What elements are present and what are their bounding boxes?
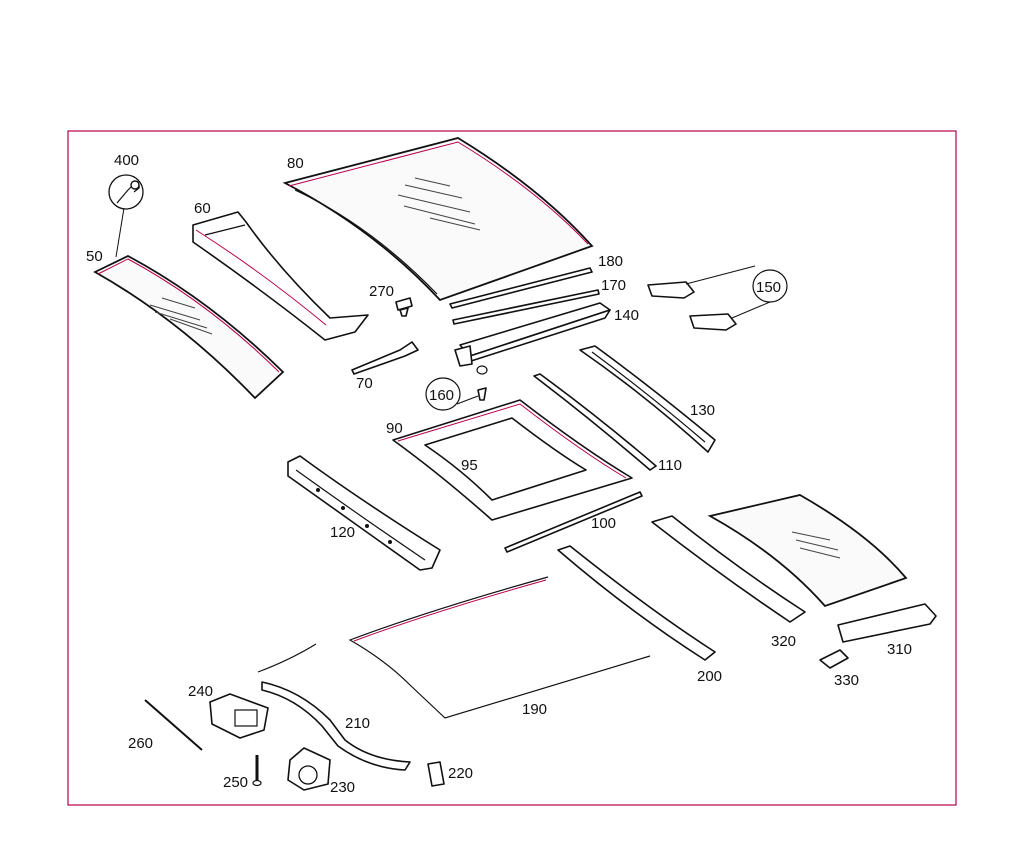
- part-330-fastener[interactable]: [819, 649, 849, 669]
- part-320-panel-rail[interactable]: [651, 494, 908, 623]
- callout-150: 150: [756, 279, 781, 296]
- part-60-rear-frame[interactable]: [192, 211, 369, 341]
- part-230-motor[interactable]: [287, 747, 331, 791]
- callout-250: 250: [223, 774, 248, 791]
- callout-60: 60: [194, 200, 211, 217]
- leader-50: [115, 207, 125, 258]
- callout-260: 260: [128, 735, 153, 752]
- callout-200: 200: [697, 668, 722, 685]
- part-100-strip[interactable]: [504, 491, 643, 553]
- callout-140: 140: [614, 307, 639, 324]
- callout-ring-160: [425, 377, 461, 411]
- callout-230: 230: [330, 779, 355, 796]
- callout-330: 330: [834, 672, 859, 689]
- part-120-side-rail[interactable]: [287, 455, 441, 571]
- callout-95: 95: [461, 457, 478, 474]
- part-110-seal[interactable]: [533, 373, 657, 471]
- callout-90: 90: [386, 420, 403, 437]
- callout-400: 400: [114, 152, 139, 169]
- callout-240: 240: [188, 683, 213, 700]
- part-95-inner-glass[interactable]: [424, 417, 587, 501]
- wrench-icon[interactable]: [108, 174, 144, 210]
- part-260-rod[interactable]: [144, 699, 203, 751]
- part-70-drain-hose[interactable]: [351, 341, 419, 375]
- part-150-brackets[interactable]: [647, 281, 737, 331]
- part-200-cross-member[interactable]: [557, 545, 716, 661]
- part-170-seal[interactable]: [452, 289, 600, 325]
- part-220-clip[interactable]: [427, 761, 445, 787]
- callout-80: 80: [287, 155, 304, 172]
- part-130-side-rail[interactable]: [579, 345, 716, 453]
- part-250-bolt[interactable]: [252, 755, 262, 787]
- callout-120: 120: [330, 524, 355, 541]
- part-160-plug[interactable]: [476, 365, 488, 401]
- callout-220: 220: [448, 765, 473, 782]
- part-140-front-bow[interactable]: [454, 302, 611, 367]
- callout-170: 170: [601, 277, 626, 294]
- callout-50: 50: [86, 248, 103, 265]
- diagram-frame: [67, 130, 957, 806]
- part-210-cable-harness[interactable]: [257, 643, 411, 771]
- leader-160: [456, 395, 479, 405]
- part-180-seal[interactable]: [449, 267, 593, 309]
- part-310-rail[interactable]: [837, 603, 937, 643]
- callout-320: 320: [771, 633, 796, 650]
- part-270-clip[interactable]: [395, 297, 413, 317]
- part-190-seal[interactable]: [348, 576, 651, 719]
- callout-210: 210: [345, 715, 370, 732]
- part-50-rear-glass[interactable]: [93, 254, 285, 400]
- part-240-motor[interactable]: [209, 693, 269, 739]
- leader-150-a: [685, 265, 756, 285]
- part-80-front-glass[interactable]: [282, 137, 594, 302]
- callout-190: 190: [522, 701, 547, 718]
- callout-180: 180: [598, 253, 623, 270]
- leader-150-b: [731, 301, 771, 319]
- callout-110: 110: [658, 457, 682, 474]
- callout-160: 160: [429, 387, 454, 404]
- callout-70: 70: [356, 375, 373, 392]
- callout-100: 100: [591, 515, 616, 532]
- callout-130: 130: [690, 402, 715, 419]
- callout-270: 270: [369, 283, 394, 300]
- callout-310: 310: [887, 641, 912, 658]
